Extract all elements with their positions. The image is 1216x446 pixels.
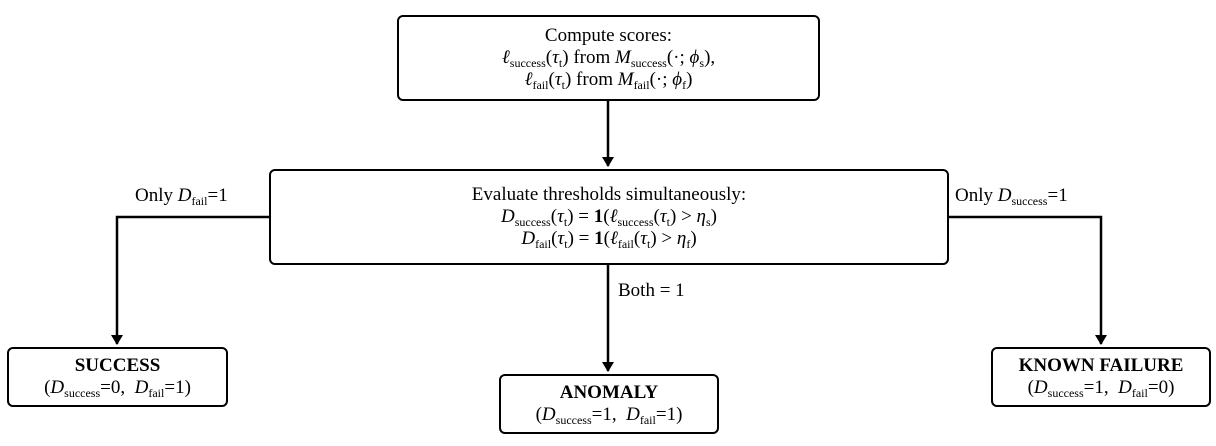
known-failure-condition: (Dsuccess=1, Dfail=0) xyxy=(1027,377,1175,400)
success-title: SUCCESS xyxy=(74,355,161,376)
compute-scores-node: Compute scores: ℓsuccess(τt) from Msucce… xyxy=(397,15,820,101)
edge-label-only-dfail: Only Dfail=1 xyxy=(135,185,228,208)
edge-label-only-dsuccess: Only Dsuccess=1 xyxy=(955,185,1068,208)
compute-scores-title: Compute scores: xyxy=(544,25,673,46)
edge-to-success xyxy=(111,215,270,345)
known-failure-title: KNOWN FAILURE xyxy=(1018,355,1184,376)
edge-label-both: Both = 1 xyxy=(618,280,685,301)
evaluate-title: Evaluate thresholds simultaneously: xyxy=(471,184,747,205)
anomaly-condition: (Dsuccess=1, Dfail=1) xyxy=(535,404,683,427)
anomaly-node: ANOMALY (Dsuccess=1, Dfail=1) xyxy=(499,374,719,434)
compute-scores-line-1: ℓsuccess(τt) from Msuccess(·; ϕs), xyxy=(501,47,716,70)
compute-scores-line-2: ℓfail(τt) from Mfail(·; ϕf) xyxy=(524,69,693,92)
success-condition: (Dsuccess=0, Dfail=1) xyxy=(44,377,191,400)
evaluate-thresholds-node: Evaluate thresholds simultaneously: Dsuc… xyxy=(269,169,949,265)
edge-to-known-failure xyxy=(948,215,1107,345)
evaluate-line-1: Dsuccess(τt) = 1(ℓsuccess(τt) > ηs) xyxy=(501,206,717,229)
anomaly-title: ANOMALY xyxy=(559,382,659,403)
evaluate-line-2: Dfail(τt) = 1(ℓfail(τt) > ηf) xyxy=(521,228,697,251)
success-node: SUCCESS (Dsuccess=0, Dfail=1) xyxy=(7,347,228,407)
known-failure-node: KNOWN FAILURE (Dsuccess=1, Dfail=0) xyxy=(991,347,1211,407)
